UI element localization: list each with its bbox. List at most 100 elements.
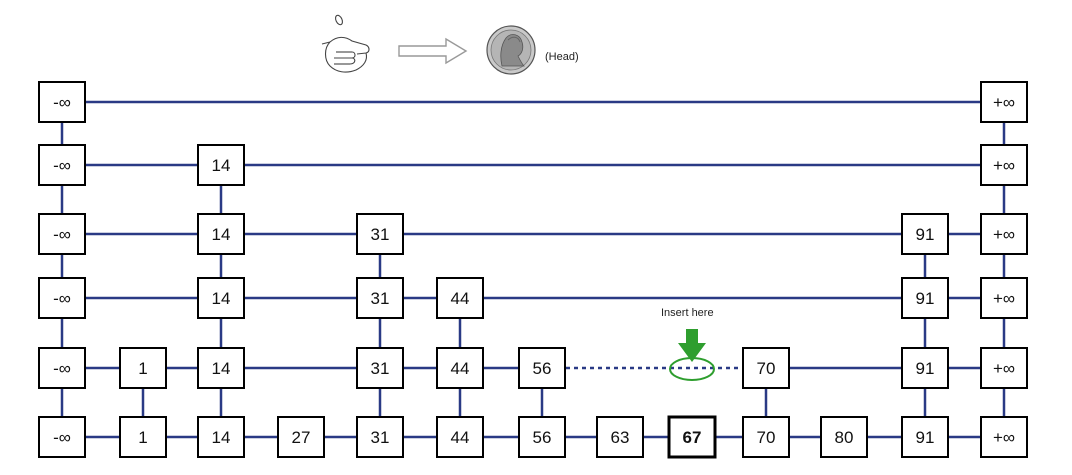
skip-list-node: 80	[820, 416, 868, 458]
node-box	[356, 416, 404, 458]
node-value: 91	[916, 359, 935, 378]
skip-list-node: 63	[596, 416, 644, 458]
skip-list-node: 91	[901, 416, 949, 458]
skip-list-node: +∞	[980, 277, 1028, 319]
node-value: 56	[533, 359, 552, 378]
skip-list-node: 31	[356, 277, 404, 319]
skip-list-node: -∞	[38, 144, 86, 186]
node-box	[356, 277, 404, 319]
skip-list-node: 14	[197, 347, 245, 389]
node-value: -∞	[53, 156, 71, 175]
node-box	[38, 347, 86, 389]
skip-list-node: 1	[119, 416, 167, 458]
skip-list-node: 56	[518, 347, 566, 389]
node-value: 31	[371, 428, 390, 447]
node-value: 44	[451, 289, 470, 308]
node-value: 70	[757, 428, 776, 447]
node-value: 27	[292, 428, 311, 447]
node-value: 31	[371, 289, 390, 308]
node-box	[119, 347, 167, 389]
node-box	[980, 347, 1028, 389]
node-value: -∞	[53, 225, 71, 244]
skip-list-node: -∞	[38, 347, 86, 389]
node-box	[980, 144, 1028, 186]
node-box	[436, 416, 484, 458]
node-value: 91	[916, 428, 935, 447]
node-value: 63	[611, 428, 630, 447]
node-value: 91	[916, 289, 935, 308]
node-value: 56	[533, 428, 552, 447]
skip-list-node: +∞	[980, 416, 1028, 458]
skip-list-node: 70	[742, 347, 790, 389]
skip-list-node: 91	[901, 347, 949, 389]
node-value: 80	[835, 428, 854, 447]
node-value: 1	[138, 428, 147, 447]
node-box	[596, 416, 644, 458]
node-box	[436, 277, 484, 319]
node-box	[277, 416, 325, 458]
skip-list-node: 56	[518, 416, 566, 458]
node-box	[980, 416, 1028, 458]
node-box	[197, 277, 245, 319]
skip-list-node: 91	[901, 213, 949, 255]
insert-marker: Insert here	[566, 307, 742, 381]
node-box	[38, 81, 86, 123]
node-box	[119, 416, 167, 458]
node-value: 67	[683, 428, 702, 447]
skip-list-node: 31	[356, 347, 404, 389]
node-value: 1	[138, 359, 147, 378]
node-value: 14	[212, 156, 231, 175]
node-box	[742, 347, 790, 389]
node-value: +∞	[993, 225, 1015, 244]
node-box	[38, 213, 86, 255]
node-box	[197, 347, 245, 389]
node-box	[38, 144, 86, 186]
node-value: 44	[451, 359, 470, 378]
skip-list-node: -∞	[38, 81, 86, 123]
node-value: +∞	[993, 93, 1015, 112]
node-value: -∞	[53, 93, 71, 112]
skip-list-node: 70	[742, 416, 790, 458]
node-box	[518, 347, 566, 389]
node-value: 14	[212, 428, 231, 447]
node-box	[980, 277, 1028, 319]
node-box	[742, 416, 790, 458]
skip-list-node: +∞	[980, 144, 1028, 186]
skip-list-node: 14	[197, 144, 245, 186]
node-value: 14	[212, 289, 231, 308]
skip-list-node: +∞	[980, 81, 1028, 123]
node-value: 14	[212, 225, 231, 244]
skip-list-node: 91	[901, 277, 949, 319]
skip-list-node: 44	[436, 416, 484, 458]
skip-list-node: 27	[277, 416, 325, 458]
right-arrow-icon	[398, 37, 468, 65]
skip-list-node: 44	[436, 347, 484, 389]
skip-list-node: 1	[119, 347, 167, 389]
node-value: +∞	[993, 428, 1015, 447]
skip-list-node: +∞	[980, 347, 1028, 389]
node-box	[197, 416, 245, 458]
hand-flipping-coin-icon	[321, 14, 370, 73]
node-value: -∞	[53, 289, 71, 308]
skip-list-node: -∞	[38, 213, 86, 255]
node-box	[436, 347, 484, 389]
nodes-layer: -∞ +∞ -∞ 14 +∞ -∞ 14 31 91 +∞ -∞ 14 31 44 91 +∞ -∞ 1 14 31 4…	[38, 81, 1028, 459]
skip-list-node: 44	[436, 277, 484, 319]
node-box	[980, 213, 1028, 255]
skip-list-node: 31	[356, 213, 404, 255]
node-box	[901, 416, 949, 458]
node-value: 31	[371, 359, 390, 378]
node-box	[38, 416, 86, 458]
node-value: 44	[451, 428, 470, 447]
skip-list-node: 14	[197, 213, 245, 255]
skip-list-node: +∞	[980, 213, 1028, 255]
skip-list-node: 14	[197, 277, 245, 319]
node-box	[901, 213, 949, 255]
node-box	[980, 81, 1028, 123]
node-box	[901, 347, 949, 389]
skip-list-node: -∞	[38, 277, 86, 319]
quarter-coin-icon	[486, 25, 536, 75]
node-box	[197, 144, 245, 186]
insert-arrow-icon	[678, 329, 706, 362]
